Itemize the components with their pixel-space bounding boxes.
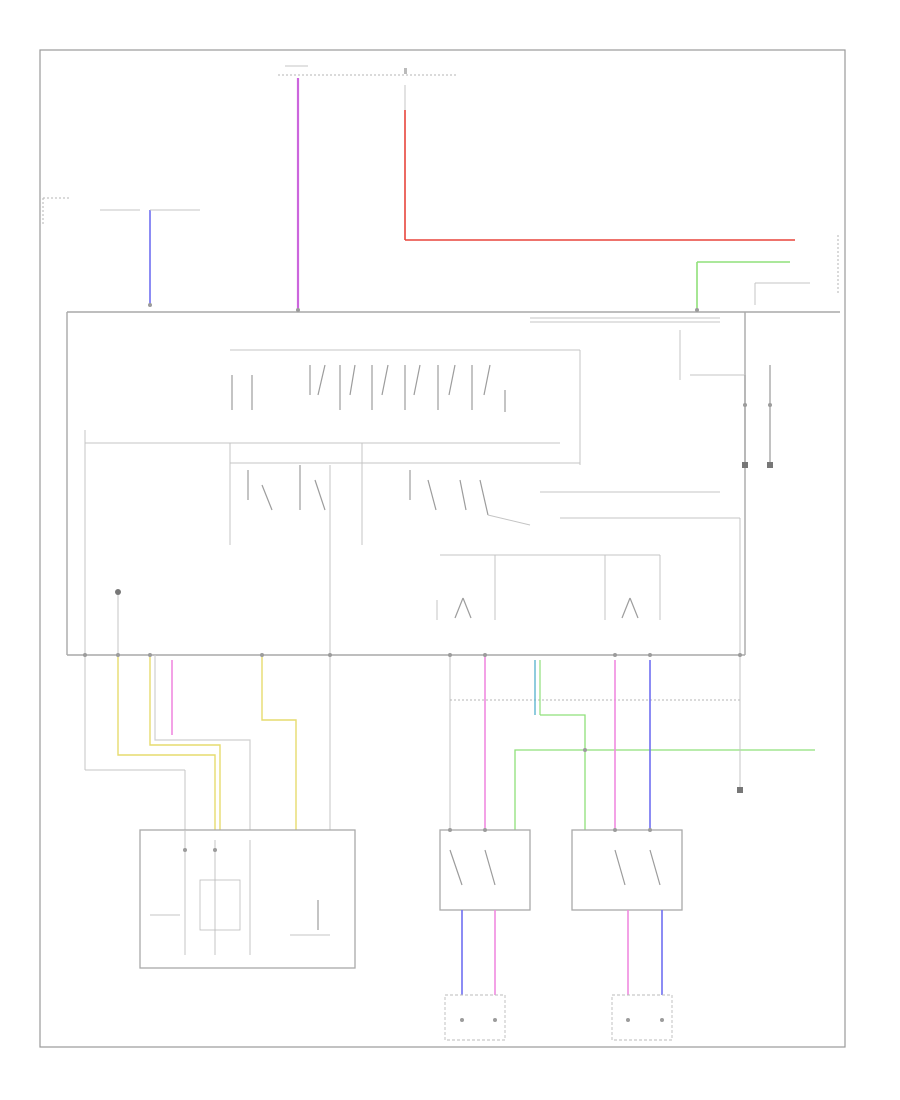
harness-left bbox=[84, 589, 331, 830]
diagram-frame bbox=[39, 49, 846, 1048]
left-rear-motor bbox=[444, 994, 506, 1041]
power-window-main-switch bbox=[66, 311, 840, 656]
right-rear-power-window-switch bbox=[571, 829, 683, 995]
harness-center bbox=[449, 655, 815, 830]
right-green-feed bbox=[696, 235, 839, 310]
power-feed-group bbox=[278, 65, 795, 310]
window-switch-contacts bbox=[229, 443, 741, 655]
left-front-power-window-motor bbox=[139, 829, 356, 969]
right-rear-motor bbox=[611, 994, 673, 1041]
splice-points bbox=[83, 303, 742, 852]
window-relay-left bbox=[436, 554, 660, 620]
left-switch-feed bbox=[42, 197, 200, 305]
mode-switch-contacts bbox=[231, 364, 506, 412]
window-relay-right bbox=[604, 555, 661, 620]
ground-stubs bbox=[679, 330, 773, 468]
left-rear-power-window-switch bbox=[439, 829, 531, 995]
